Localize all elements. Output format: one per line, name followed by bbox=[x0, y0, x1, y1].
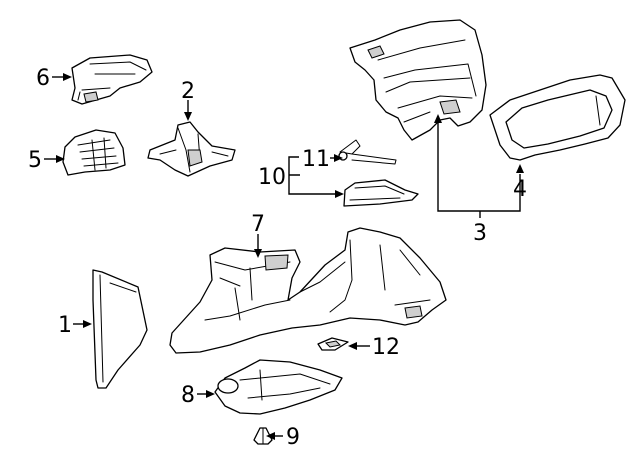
callout-1: 1 bbox=[58, 313, 72, 338]
part-5-vent bbox=[62, 129, 126, 176]
callout-9: 9 bbox=[286, 425, 300, 450]
callout-3: 3 bbox=[473, 221, 487, 246]
callout-7: 7 bbox=[251, 212, 265, 237]
part-3-cluster-housing bbox=[349, 19, 487, 141]
part-10-strip bbox=[343, 179, 419, 207]
callout-4: 4 bbox=[513, 177, 527, 202]
part-6-duct bbox=[71, 54, 153, 105]
part-8-tray bbox=[214, 359, 343, 415]
part-11-pin bbox=[338, 139, 397, 165]
callout-10: 10 bbox=[258, 165, 286, 190]
part-4-bezel bbox=[489, 74, 626, 161]
callout-labels: 6 2 5 11 10 4 3 7 1 12 8 9 bbox=[28, 66, 527, 450]
callout-2: 2 bbox=[181, 79, 195, 104]
part-12-clip bbox=[317, 337, 349, 351]
callout-12: 12 bbox=[372, 335, 400, 360]
callout-11: 11 bbox=[302, 147, 330, 172]
part-2-bracket bbox=[147, 121, 236, 177]
part-7-console bbox=[169, 227, 447, 354]
callout-6: 6 bbox=[36, 66, 50, 91]
part-1-side-panel bbox=[92, 269, 148, 389]
part-9-clip bbox=[253, 427, 273, 445]
leaders bbox=[44, 73, 524, 440]
callout-5: 5 bbox=[28, 148, 42, 173]
callout-8: 8 bbox=[181, 383, 195, 408]
